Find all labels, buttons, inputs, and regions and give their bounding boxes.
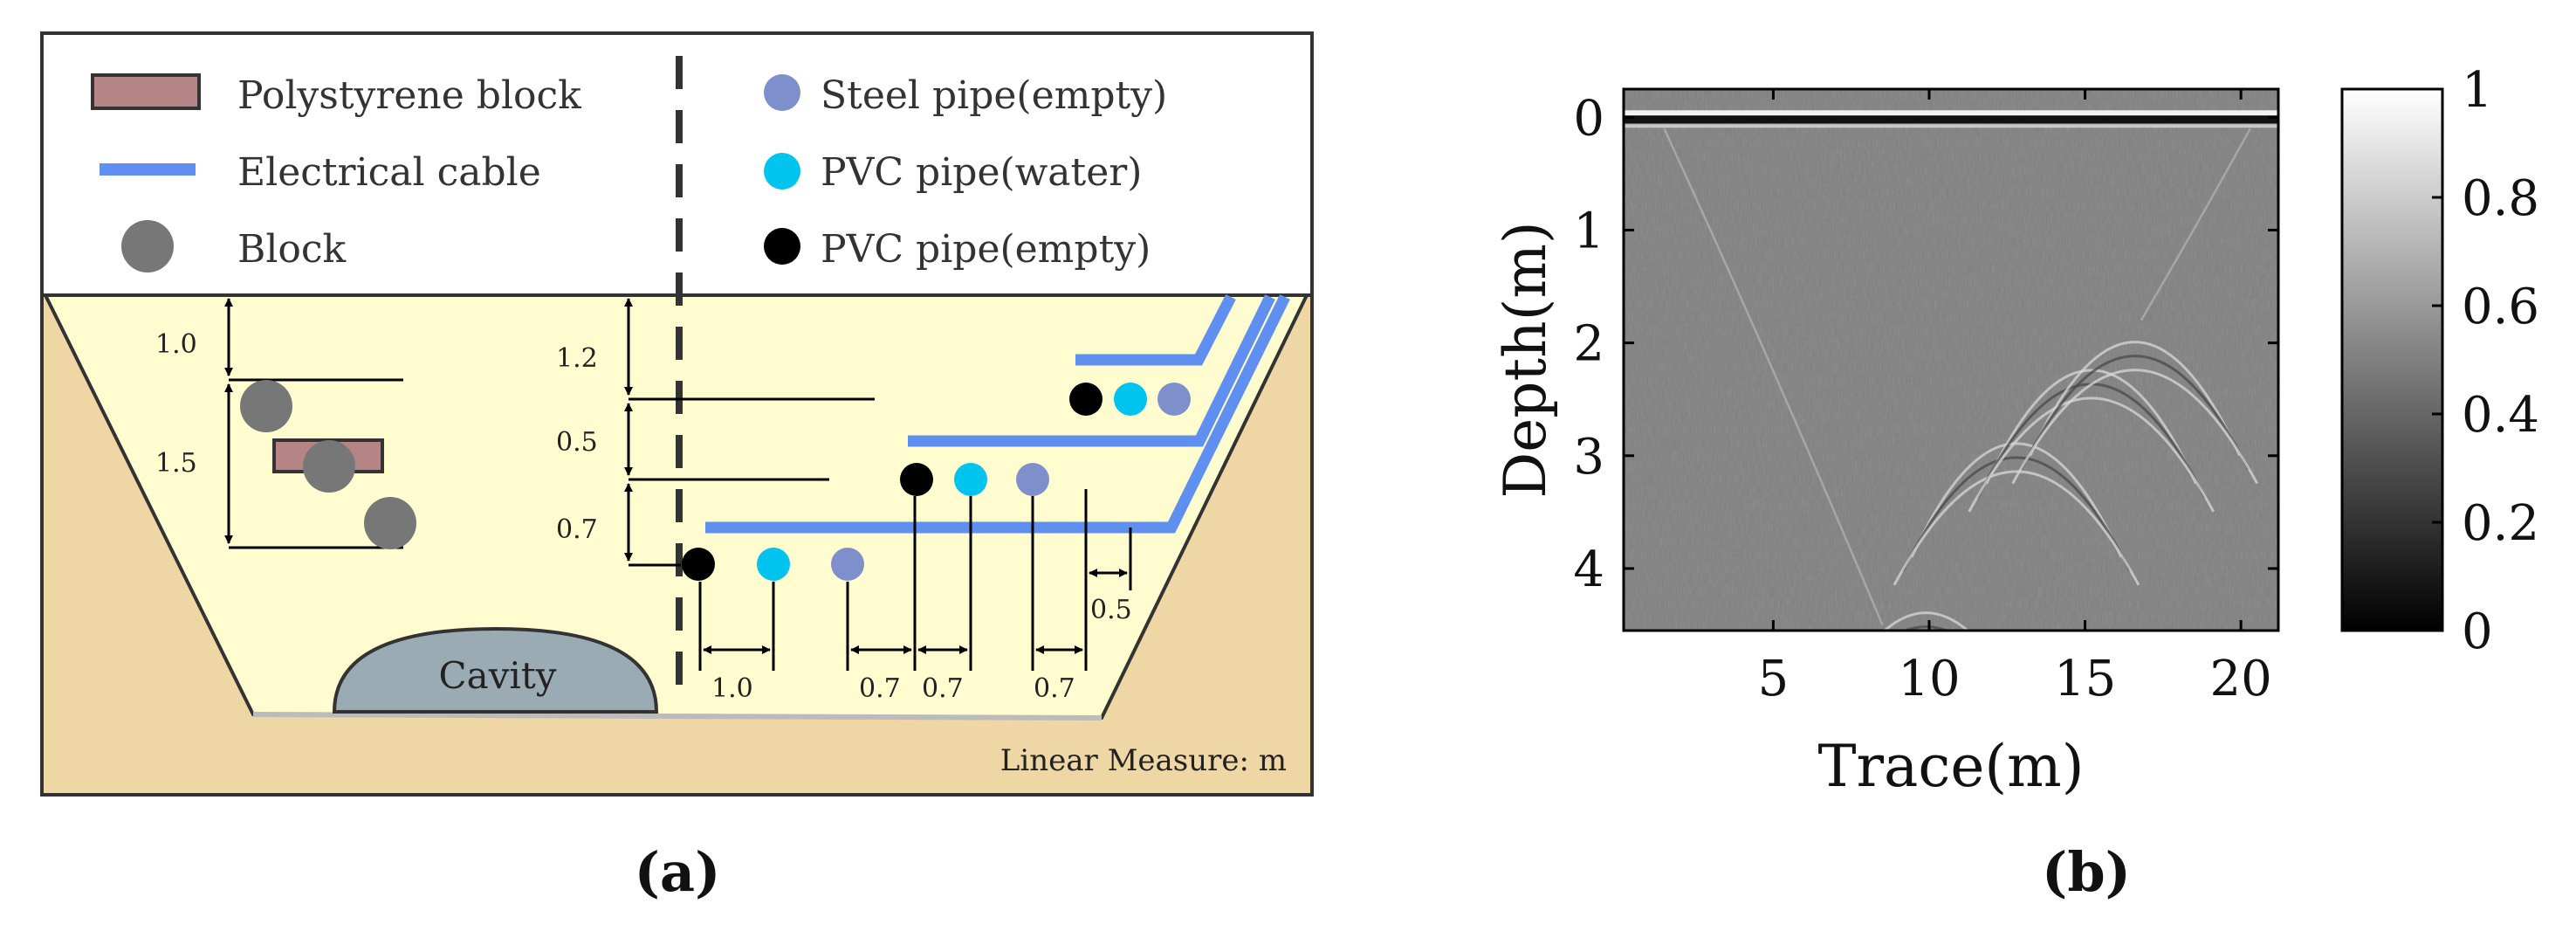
pvc-empty-pipe-3 <box>682 548 715 581</box>
pvc-empty-pipe-1 <box>1069 383 1103 416</box>
steel-pipe-1 <box>1157 383 1191 416</box>
pvc-water-pipe-1 <box>1114 383 1147 416</box>
dim-mid-0-5: 0.5 <box>556 427 598 458</box>
x-axis-label: Trace(m) <box>1817 733 2084 800</box>
hyperbola-4-band-0 <box>2029 341 2242 457</box>
colorbar-tick-label-3: 0.6 <box>2462 279 2539 335</box>
legend-steel-pipe: Steel pipe(empty) <box>821 73 1167 118</box>
hyperbola-2-band-0 <box>1910 442 2123 558</box>
electrical-cables <box>705 294 1290 534</box>
hyperbola-2-band-1 <box>1901 456 2132 572</box>
colorbar <box>2340 87 2444 632</box>
x-tick-label-2: 15 <box>2054 651 2116 707</box>
direct-wave-dark <box>1624 115 2278 124</box>
dim-h-0-5: 0.5 <box>1090 595 1132 625</box>
colorbar-tick-label-5: 1 <box>2462 62 2493 119</box>
direct-wave-bright <box>1624 110 2278 116</box>
block-3 <box>364 497 416 549</box>
pvc-water-pipe-3 <box>757 548 790 581</box>
block-2 <box>303 440 355 493</box>
dim-h-1-0: 1.0 <box>711 673 753 704</box>
dim-left-1-5: 1.5 <box>155 448 197 479</box>
cavity-label: Cavity <box>439 654 557 697</box>
cavity <box>332 626 659 714</box>
panel-a-label: (a) <box>635 840 721 904</box>
left-diffraction-tail <box>1663 128 1884 626</box>
y-tick-label-1: 1 <box>1573 203 1604 259</box>
hyperbola-2-band-2 <box>1893 470 2140 586</box>
direct-wave-ring <box>1624 124 2278 128</box>
legend-cable: Electrical cable <box>237 150 541 195</box>
dim-h-0-7-b: 0.7 <box>922 673 964 704</box>
legend-pvc-empty: PVC pipe(empty) <box>821 227 1151 272</box>
x-tick-label-1: 10 <box>1898 651 1960 707</box>
colorbar-tick-label-0: 0 <box>2462 603 2493 660</box>
legend-block: Block <box>237 227 347 272</box>
block-swatch <box>121 220 174 272</box>
pvc-water-pipe-2 <box>954 463 987 496</box>
y-tick-label-3: 3 <box>1573 429 1604 486</box>
legend-polystyrene: Polystyrene block <box>237 73 581 118</box>
steel-pipe-swatch <box>764 74 800 111</box>
linear-measure-note: Linear Measure: m <box>1000 743 1287 778</box>
colorbar-tick-label-4: 0.8 <box>2462 170 2539 227</box>
steel-pipe-3 <box>831 548 864 581</box>
y-axis-label: Depth(m) <box>1492 221 1559 498</box>
pvc-water-swatch <box>764 153 800 190</box>
panel-b-label: (b) <box>2042 840 2131 904</box>
colorbar-tick-label-2: 0.4 <box>2462 387 2539 444</box>
y-tick-label-2: 2 <box>1573 316 1604 373</box>
block-1 <box>240 380 292 432</box>
dim-h-0-7-c: 0.7 <box>1034 673 1075 704</box>
x-tick-label-3: 20 <box>2210 651 2272 707</box>
dim-mid-1-2: 1.2 <box>556 343 598 374</box>
hyperbola-3-band-0 <box>1985 369 2198 485</box>
colorbar-tick-label-1: 0.2 <box>2462 495 2539 552</box>
y-tick-label-4: 4 <box>1573 541 1604 598</box>
hyperbola-1-band-0 <box>1882 611 1969 631</box>
y-tick-label-0: 0 <box>1573 90 1604 147</box>
dim-left-1-0: 1.0 <box>155 329 197 360</box>
dim-h-0-7-a: 0.7 <box>859 673 901 704</box>
polystyrene-swatch <box>91 73 201 110</box>
axis-ticks: 5 10 15 20 0 1 2 3 4 <box>1573 89 2278 707</box>
dim-mid-0-7: 0.7 <box>556 514 598 545</box>
pvc-empty-swatch <box>764 228 800 265</box>
hyperbola-4-band-2 <box>2011 369 2259 485</box>
steel-pipe-2 <box>1016 463 1049 496</box>
panel-a-diagram: Polystyrene block Electrical cable Block… <box>40 31 1314 797</box>
colorbar-ticks: 0 0.2 0.4 0.6 0.8 1 <box>2432 62 2539 660</box>
radargram-reflections <box>1624 110 2278 631</box>
panel-b-radargram: 5 10 15 20 0 1 2 3 4 Depth(m) Trace(m) 0 0.2 0.4 0.… <box>1492 62 2539 800</box>
hyperbola-1-band-1 <box>1901 625 1950 631</box>
plot-frame <box>1622 87 2280 632</box>
hyperbola-4-band-1 <box>2020 355 2250 471</box>
pvc-empty-pipe-2 <box>900 463 933 496</box>
x-tick-label-0: 5 <box>1758 651 1789 707</box>
legend-pvc-water: PVC pipe(water) <box>821 150 1142 195</box>
hyperbola-3-band-2 <box>1968 397 2215 513</box>
right-diffraction-tail <box>2140 128 2251 321</box>
